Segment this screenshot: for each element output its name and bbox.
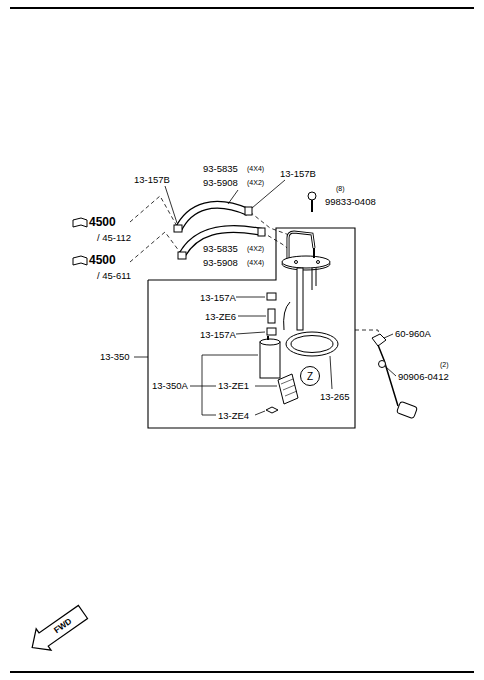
view-marker: Z <box>300 366 320 386</box>
variant-note: (4X2) <box>247 244 264 253</box>
part-number: 93-5835 <box>203 163 238 174</box>
part-number: 90906-0412 <box>398 371 449 382</box>
part-number: 13-350A <box>152 380 188 391</box>
part-number: 93-5908 <box>203 177 238 188</box>
variant-note: (4X4) <box>247 258 264 267</box>
reference-number: 4500 <box>89 216 116 229</box>
part-number: 60-960A <box>395 328 431 339</box>
part-number: 13-ZE4 <box>218 410 249 421</box>
part-number: 99833-0408 <box>325 196 376 207</box>
part-number: 13-157B <box>134 174 170 185</box>
reference-page: / 45-611 <box>97 270 131 281</box>
marker-letter: Z <box>307 371 313 382</box>
reference-number: 4500 <box>89 254 116 267</box>
variant-note: (4X2) <box>247 178 264 187</box>
quantity: (8) <box>336 184 345 193</box>
variant-note: (4X4) <box>247 164 264 173</box>
part-number: 93-5835 <box>203 243 238 254</box>
part-number: 13-ZE6 <box>205 311 236 322</box>
part-number: 13-350 <box>100 351 130 362</box>
part-number: 93-5908 <box>203 257 238 268</box>
part-number: 13-265 <box>320 391 350 402</box>
part-number: 13-157A <box>200 292 236 303</box>
reference-page: / 45-112 <box>97 232 131 243</box>
part-number: 13-157B <box>280 168 316 179</box>
part-number: 13-ZE1 <box>218 380 249 391</box>
quantity: (2) <box>440 360 449 369</box>
part-number: 13-157A <box>200 329 236 340</box>
